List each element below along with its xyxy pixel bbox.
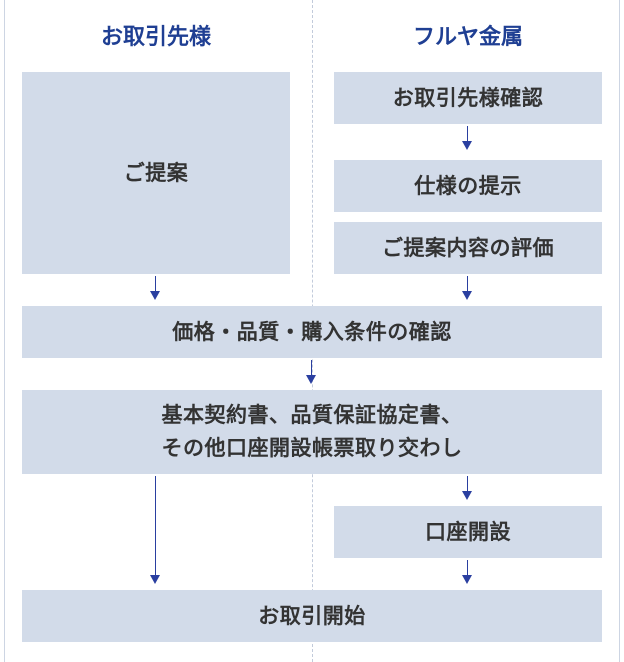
price-confirm-box: 価格・品質・購入条件の確認 [22,306,602,358]
confirm-client-label: お取引先様確認 [392,85,544,110]
arrow-down-icon [306,360,316,384]
arrow-down-icon [150,276,160,300]
spec-box: 仕様の提示 [334,160,602,212]
confirm-client-box: お取引先様確認 [334,72,602,124]
company-column-title: フルヤ金属 [412,25,523,50]
spec-label: 仕様の提示 [414,173,522,198]
contract-label-line1: 基本契約書、品質保証協定書、 [161,403,463,427]
arrow-down-icon [462,476,472,500]
arrow-down-icon [462,276,472,300]
start-box: お取引開始 [22,590,602,642]
evaluation-label: ご提案内容の評価 [382,235,554,260]
contract-box: 基本契約書、品質保証協定書、 その他口座開設帳票取り交わし [22,390,602,474]
price-confirm-label: 価格・品質・購入条件の確認 [172,319,452,344]
left-border [4,0,5,662]
arrow-down-icon [462,126,472,150]
contract-label-line2: その他口座開設帳票取り交わし [161,436,463,460]
right-border [619,0,620,662]
proposal-label: ご提案 [123,160,189,185]
start-label: お取引開始 [258,603,366,628]
account-box: 口座開設 [334,506,602,558]
evaluation-box: ご提案内容の評価 [334,222,602,274]
client-column-title: お取引先様 [100,25,211,50]
arrow-down-icon [462,560,472,584]
proposal-box: ご提案 [22,72,290,274]
account-label: 口座開設 [425,519,511,544]
arrow-down-icon [150,476,160,584]
